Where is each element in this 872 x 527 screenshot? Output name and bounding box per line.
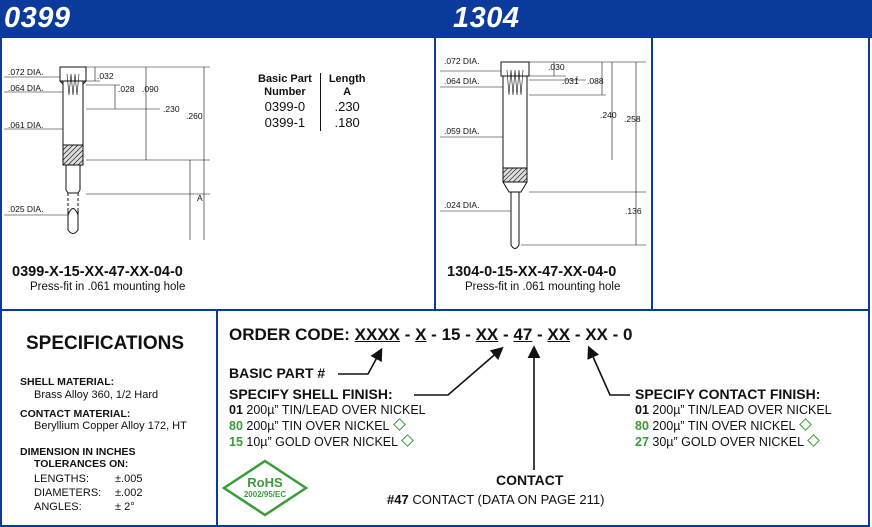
rohs-compliant-icon [392,418,406,431]
dim-031: .031 [562,76,579,86]
frame-bottom [0,525,870,527]
frame-divider-top-right [651,38,653,310]
order-code-label: ORDER CODE: [229,325,350,344]
part-title-0399: 0399 [4,2,71,34]
tolerance-value: ±.002 [115,487,143,499]
dim-230: .230 [163,104,180,114]
rohs-diamond-icon [221,459,309,517]
order-code-seg: XX [585,325,608,344]
dim-028: .028 [118,84,135,94]
tolerance-value: ±.005 [115,473,143,485]
basic-part-label: BASIC PART # [229,365,326,381]
rohs-compliant-icon [807,434,820,447]
frame-middle [0,309,870,311]
tolerance-value: ± 2° [115,501,135,513]
rohs-compliant-icon [798,418,812,431]
order-code-seg: XX [475,325,499,344]
frame-divider-bottom [216,310,218,527]
contact-label: CONTACT [496,472,564,488]
tolerance-label: TOLERANCES ON: [34,458,129,470]
dim-025: .025 DIA. [8,204,44,214]
frame-left [0,38,2,527]
contact-option: 01 200µ” TIN/LEAD OVER NICKEL [635,403,832,417]
dim-064: .064 DIA. [8,83,44,93]
dim-072: .072 DIA. [444,56,480,66]
frame-divider-top-left [434,38,436,310]
order-code-seg: XX [547,325,571,344]
contact-material-value: Beryllium Copper Alloy 172, HT [34,420,187,432]
table-row: 0399-0 .230 [250,99,373,115]
rohs-title: RoHS [247,475,283,490]
part-number-1304: 1304-0-15-XX-47-XX-04-0 [447,264,617,280]
shell-finish-label: SPECIFY SHELL FINISH: [229,386,393,402]
shell-option: 01 200µ” TIN/LEAD OVER NICKEL [229,403,426,417]
dim-258: .258 [624,114,641,124]
dim-136: .136 [625,206,642,216]
table-cell: .230 [334,99,360,114]
drawing-1304 [440,61,646,249]
dim-090: .090 [142,84,159,94]
contact-material-label: CONTACT MATERIAL: [20,408,131,420]
rohs-compliant-icon [401,434,414,447]
part-title-1304: 1304 [453,2,520,34]
table-cell: 0399-0 [250,99,321,115]
shell-option: 80 200µ” TIN OVER NICKEL [229,418,406,433]
part-subtitle-0399: Press-fit in .061 mounting hole [30,281,186,293]
dim-260: .260 [186,111,203,121]
order-code-seg: 15 [441,325,461,344]
dim-064: .064 DIA. [444,76,480,86]
tolerance-name: ANGLES: [34,501,82,513]
part-number-0399: 0399-X-15-XX-47-XX-04-0 [12,264,183,280]
dim-059: .059 DIA. [444,126,480,136]
dim-088: .088 [587,76,604,86]
contact-option: 80 200µ” TIN OVER NICKEL [635,418,812,433]
specifications-title: SPECIFICATIONS [26,333,184,354]
shell-material-value: Brass Alloy 360, 1/2 Hard [34,389,159,401]
frame-right [868,38,870,527]
dim-030: .030 [548,62,565,72]
rohs-badge: RoHS 2002/95/EC [221,458,309,518]
order-code-arrows [338,345,630,470]
shell-option: 15 10µ” GOLD OVER NICKEL [229,434,414,449]
contact-option: 27 30µ” GOLD OVER NICKEL [635,434,820,449]
dim-240: .240 [600,110,617,120]
order-code-seg: 0 [623,325,633,344]
header-bar: 0399 1304 [0,0,872,38]
table-row: 0399-1 .180 [250,115,373,131]
shell-material-label: SHELL MATERIAL: [20,376,115,388]
rohs-code: 2002/95/EC [243,490,287,499]
contact-reference: #47 CONTACT (DATA ON PAGE 211) [387,492,605,507]
tolerance-name: DIAMETERS: [34,487,102,499]
order-code-seg: X [415,325,427,344]
dim-A: A [197,193,203,203]
dim-061: .061 DIA. [8,120,44,130]
order-code-seg: XXXX [354,325,400,344]
dim-072: .072 DIA. [8,67,44,77]
dimension-label: DIMENSION IN INCHES [20,446,136,458]
table-cell: .180 [334,115,360,130]
drawing-0399 [4,66,210,240]
order-code-line: ORDER CODE: XXXX - X - 15 - XX - 47 - XX… [229,325,633,344]
tolerance-name: LENGTHS: [34,473,90,485]
part-subtitle-1304: Press-fit in .061 mounting hole [465,281,621,293]
order-code-seg: 47 [513,325,533,344]
table-cell: 0399-1 [250,115,321,131]
contact-finish-label: SPECIFY CONTACT FINISH: [635,386,821,402]
dim-032: .032 [97,71,114,81]
dim-024: .024 DIA. [444,200,480,210]
